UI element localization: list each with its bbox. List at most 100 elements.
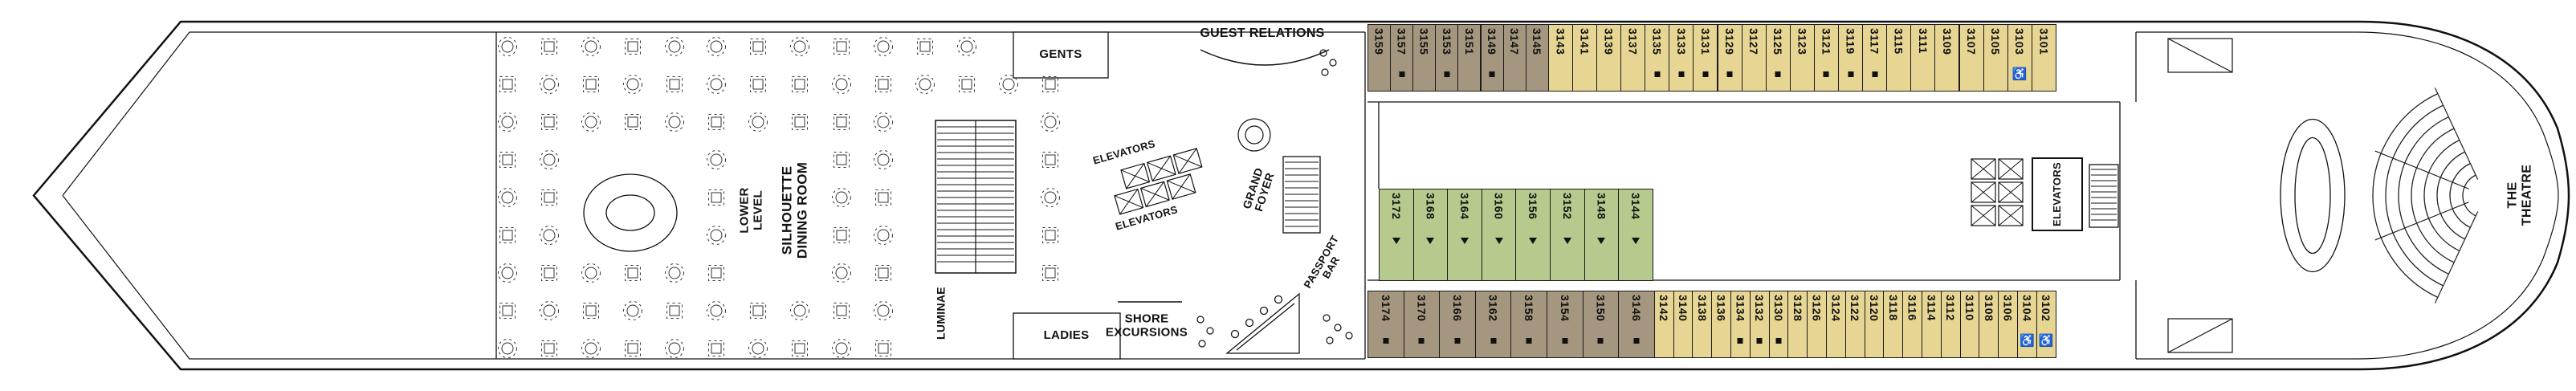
cabin-3102: 3102♿: [2036, 291, 2056, 358]
cabin-number: 3101: [2037, 28, 2051, 55]
cabin-3166: 3166: [1439, 291, 1476, 358]
lower-level-label: LOWER LEVEL: [737, 187, 765, 234]
cabin-3162: 3162: [1474, 291, 1512, 358]
cabin-3103: 3103♿: [2007, 24, 2032, 92]
cabin-number: 3112: [1944, 295, 1958, 321]
cabin-number: 3160: [1492, 193, 1506, 220]
cabin-number: 3133: [1674, 28, 1688, 55]
cabin-number: 3105: [1989, 28, 2003, 55]
cabin-3158: 3158: [1510, 291, 1547, 358]
cabin-number: 3149: [1486, 28, 1499, 55]
cabin-3125: 3125: [1765, 24, 1791, 92]
triangle-marker-icon: [1392, 238, 1400, 244]
cabin-number: 3152: [1560, 193, 1574, 220]
cabin-3118: 3118: [1883, 291, 1904, 358]
cabin-number: 3137: [1626, 28, 1640, 55]
cabin-3142: 3142: [1653, 291, 1674, 358]
cabin-number: 3154: [1558, 295, 1571, 322]
cabin-3145: 3145: [1525, 24, 1549, 92]
cabin-number: 3107: [1965, 28, 1979, 55]
cabin-3128: 3128: [1787, 291, 1808, 358]
cabin-number: 3170: [1415, 295, 1429, 322]
cabin-number: 3109: [1940, 28, 1954, 55]
cabin-3132: 3132: [1749, 291, 1770, 358]
sofa-bed-square-icon: [1454, 338, 1461, 344]
cabin-3112: 3112: [1940, 291, 1961, 358]
cabin-3150: 3150: [1582, 291, 1620, 358]
cabin-number: 3164: [1457, 193, 1471, 220]
wheelchair-icon: ♿: [2020, 334, 2035, 348]
ladies-label: LADIES: [1043, 328, 1090, 342]
cabin-number: 3106: [2001, 295, 2015, 322]
sofa-bed-square-icon: [1654, 71, 1661, 77]
cabin-3152: 3152: [1550, 189, 1585, 281]
cabin-number: 3131: [1698, 28, 1712, 55]
cabin-number: 3122: [1848, 295, 1862, 322]
crew-spaces: [2167, 38, 2233, 353]
cabin-number: 3135: [1650, 28, 1664, 55]
cabin-number: 3141: [1578, 28, 1592, 55]
cabin-3164: 3164: [1447, 189, 1482, 281]
dining-room-label: SILHOUETTE DINING ROOM: [779, 161, 809, 259]
sofa-bed-square-icon: [1383, 338, 1389, 344]
cabin-number: 3103: [2013, 28, 2027, 55]
sofa-bed-square-icon: [1737, 338, 1743, 344]
cabin-number: 3159: [1372, 28, 1386, 55]
triangle-marker-icon: [1460, 238, 1469, 244]
cabin-3159: 3159: [1367, 24, 1392, 92]
theatre-stage: [2280, 118, 2346, 273]
cabin-number: 3110: [1963, 295, 1976, 321]
cabin-number: 3104: [2020, 295, 2034, 322]
cabin-number: 3138: [1695, 295, 1709, 322]
cabin-number: 3115: [1892, 28, 1906, 55]
cabin-3154: 3154: [1547, 291, 1584, 358]
cabin-3146: 3146: [1618, 291, 1655, 358]
cabin-number: 3114: [1925, 295, 1938, 321]
sofa-bed-square-icon: [1597, 338, 1604, 344]
shore-excursions-label: SHORE EXCURSIONS: [1105, 312, 1188, 339]
cabin-number: 3123: [1795, 28, 1809, 55]
cabin-number: 3119: [1844, 28, 1857, 55]
cabin-3155: 3155: [1412, 24, 1437, 92]
cabin-number: 3132: [1753, 295, 1767, 322]
cabin-number: 3156: [1526, 193, 1540, 220]
cabin-number: 3126: [1810, 295, 1824, 322]
cabin-number: 3150: [1594, 295, 1608, 322]
cabin-3170: 3170: [1403, 291, 1441, 358]
sofa-bed-square-icon: [1678, 71, 1685, 77]
cabin-number: 3117: [1868, 28, 1881, 55]
cabin-3116: 3116: [1902, 291, 1922, 358]
cabin-number: 3130: [1771, 295, 1785, 322]
luminae-label: LUMINAE: [934, 287, 948, 340]
cabin-number: 3157: [1395, 28, 1408, 55]
cabin-3148: 3148: [1584, 189, 1620, 281]
hull-inner-left: [62, 31, 1365, 360]
triangle-marker-icon: [1631, 238, 1640, 244]
cabin-3105: 3105: [1983, 24, 2008, 92]
cabin-3139: 3139: [1596, 24, 1622, 92]
cabin-3174: 3174: [1367, 291, 1404, 358]
cabin-3160: 3160: [1481, 189, 1517, 281]
cabin-number: 3111: [1916, 28, 1930, 54]
cabin-number: 3118: [1886, 295, 1900, 321]
triangle-marker-icon: [1597, 238, 1606, 244]
cabin-number: 3124: [1829, 295, 1843, 322]
cabin-number: 3144: [1628, 193, 1642, 220]
cabin-3114: 3114: [1922, 291, 1942, 358]
cabin-3129: 3129: [1717, 24, 1742, 92]
cabin-number: 3102: [2040, 295, 2053, 322]
sofa-bed-square-icon: [1872, 71, 1878, 77]
elevator-shafts: [1114, 148, 2024, 226]
elevators-mid-box: ELEVATORS: [2032, 157, 2083, 231]
cabin-number: 3134: [1734, 295, 1747, 322]
cabin-3120: 3120: [1864, 291, 1885, 358]
cabin-3110: 3110: [1959, 291, 1980, 358]
triangle-marker-icon: [1529, 238, 1538, 244]
cabin-number: 3155: [1417, 28, 1431, 55]
cabin-3157: 3157: [1390, 24, 1414, 92]
cabin-3108: 3108: [1979, 291, 1999, 358]
cabin-3141: 3141: [1571, 24, 1597, 92]
cabin-number: 3158: [1522, 295, 1536, 322]
